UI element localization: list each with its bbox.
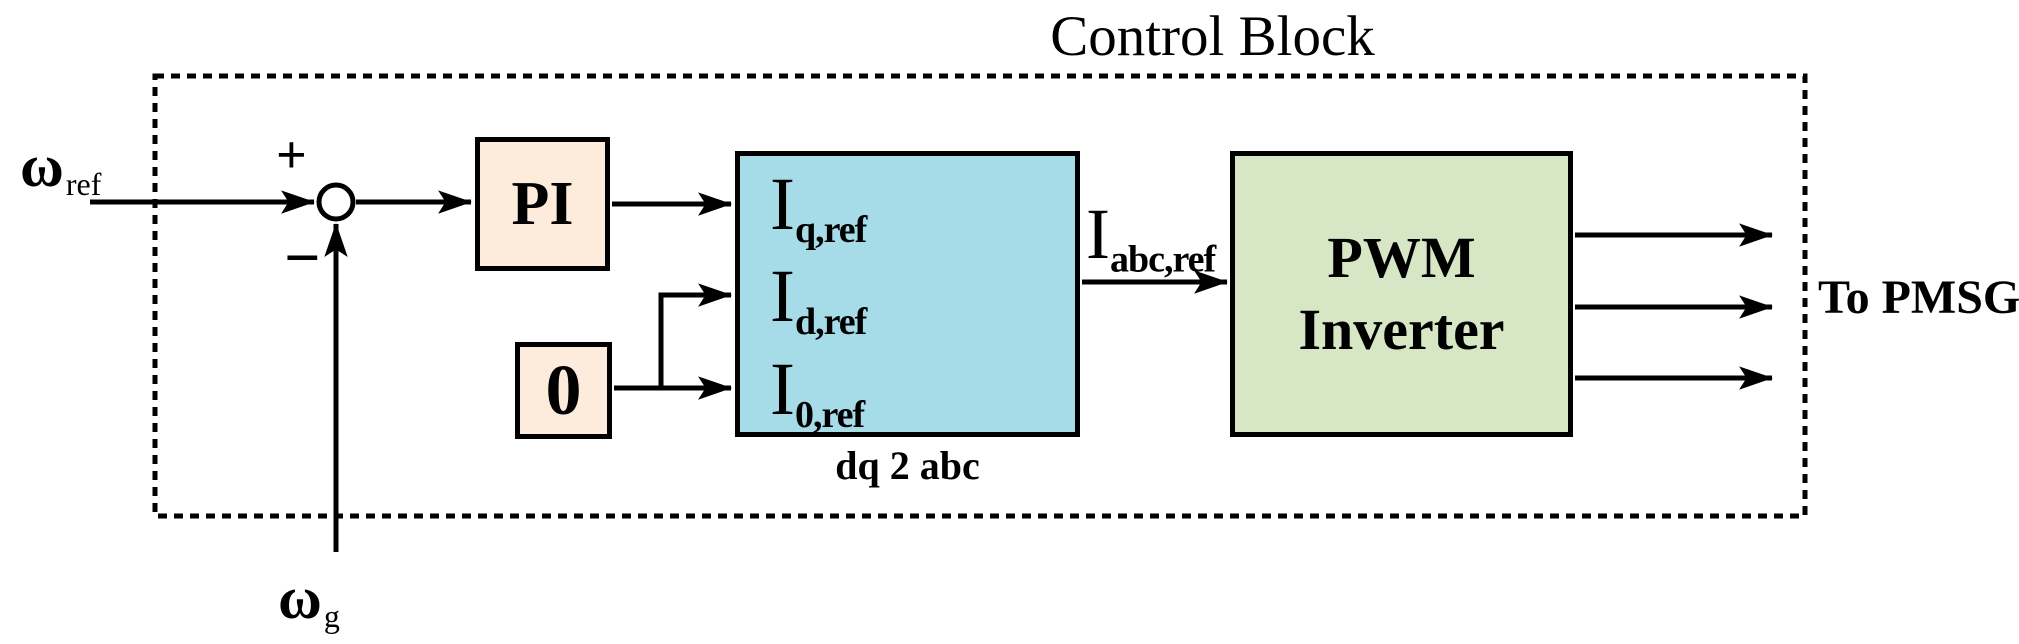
i0ref-subscript: 0,ref [794,394,865,437]
zero-block-label: 0 [545,350,582,430]
pwm-block-label-line2: Inverter [1298,297,1505,362]
omega-ref-subscript: ref [65,165,102,202]
idref-base: I [770,254,795,338]
iqref-signal-label: Iq,ref [770,167,867,252]
idref-subscript: d,ref [794,301,867,344]
dq2abc-transform-block: Iq,ref Id,ref I0,ref [735,151,1080,437]
omega-ref-label: ωref [20,136,101,200]
zero-branch-to-idref-arrow [658,283,733,388]
pwm-inverter-block: PWM Inverter [1230,151,1573,437]
pwm-block-label-line1: PWM [1327,225,1476,290]
plus-sign: + [276,125,307,185]
control-block-title: Control Block [1050,5,1375,68]
omega-g-subscript: g [323,597,340,634]
iqref-base: I [770,162,795,246]
omega-g-label: ωg [278,568,340,632]
control-block-dashed-border [152,73,1808,519]
omega-ref-base: ω [20,133,64,199]
i0ref-signal-label: I0,ref [770,352,865,437]
i0ref-base: I [770,347,795,431]
iabcref-signal-label: Iabc,ref [1086,198,1216,281]
idref-signal-label: Id,ref [770,259,867,344]
pi-controller-block: PI [475,137,610,271]
zero-constant-block: 0 [515,342,612,439]
to-pmsg-label: To PMSG [1818,271,2019,324]
dq2abc-caption: dq 2 abc [835,443,980,488]
pi-block-label: PI [511,169,574,238]
omega-g-base: ω [278,565,322,631]
minus-sign: − [284,222,321,293]
iqref-subscript: q,ref [794,209,867,252]
iabcref-base: I [1086,194,1110,274]
iabcref-subscript: abc,ref [1109,238,1216,281]
summing-junction [316,182,356,222]
